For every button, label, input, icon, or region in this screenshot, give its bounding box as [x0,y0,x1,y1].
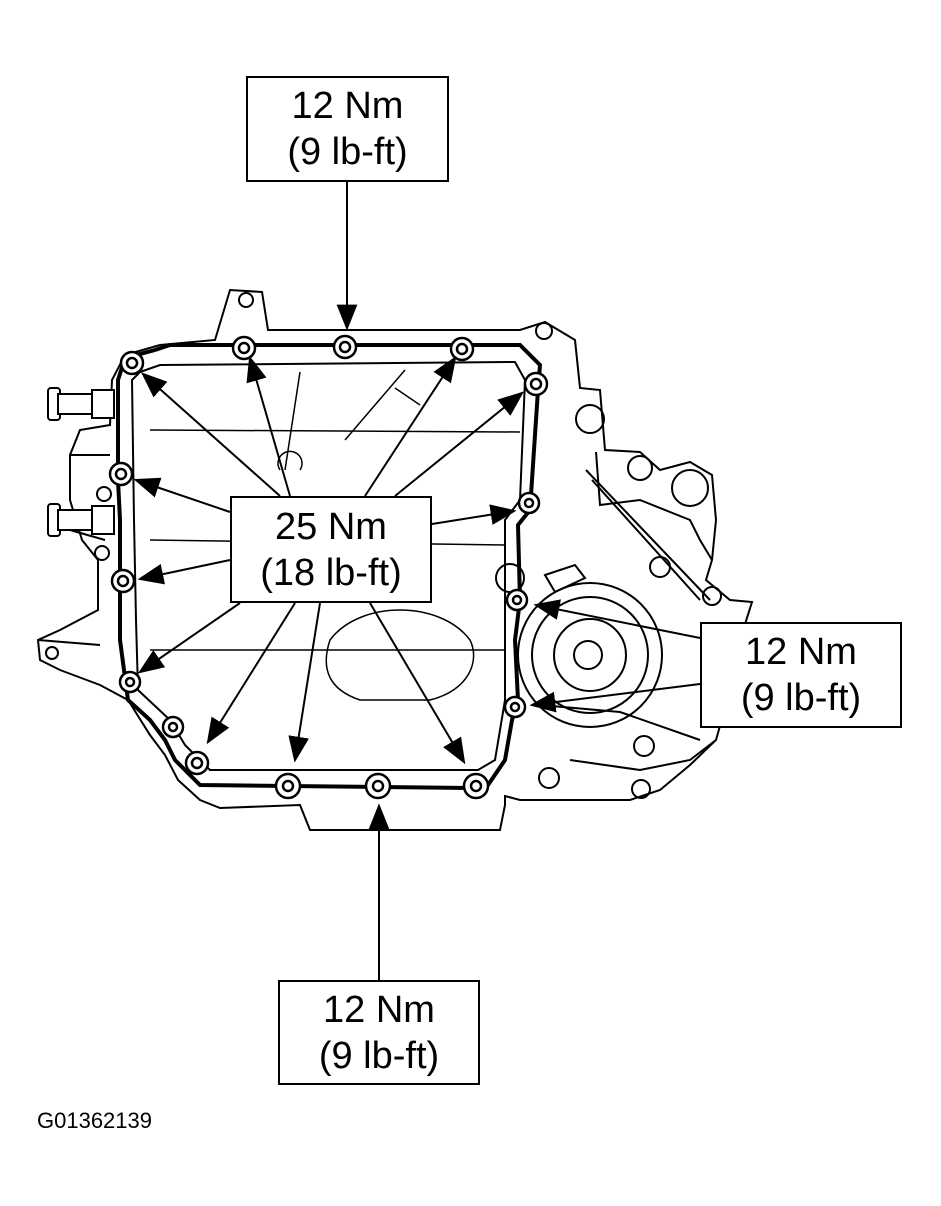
torque-imperial: (9 lb-ft) [318,1034,440,1077]
torque-label-center: 25 Nm (18 lb-ft) [230,496,432,603]
cooler-line-fittings [47,387,115,537]
pan-bolts [108,334,549,800]
transmission-case [36,288,754,831]
torque-label-bottom: 12 Nm (9 lb-ft) [278,980,480,1085]
torque-metric: 12 Nm [291,85,404,127]
figure-id: G01362139 [37,1108,152,1133]
leader-lines [133,182,701,980]
torque-metric: 12 Nm [745,631,857,673]
torque-label-top: 12 Nm (9 lb-ft) [246,76,449,182]
torque-imperial: (9 lb-ft) [287,131,408,173]
torque-metric: 12 Nm [323,988,435,1031]
torque-imperial: (18 lb-ft) [260,551,402,594]
case-details [45,292,722,799]
torque-label-right: 12 Nm (9 lb-ft) [700,622,902,728]
torque-metric: 25 Nm [275,505,387,548]
torque-imperial: (9 lb-ft) [740,677,862,719]
